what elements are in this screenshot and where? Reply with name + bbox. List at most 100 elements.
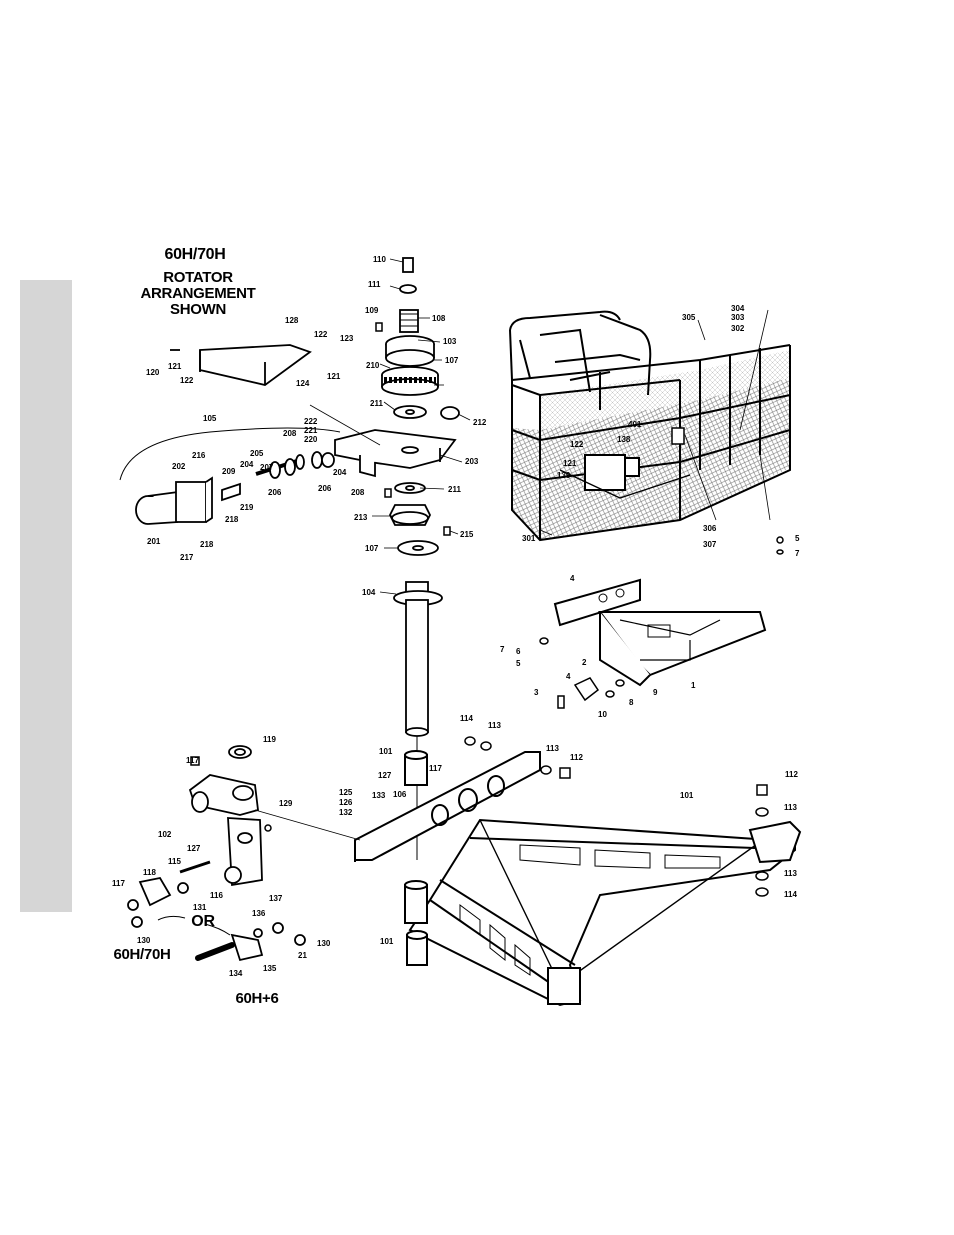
- part-number-label: 123: [340, 334, 354, 343]
- part-number-label: 119: [263, 735, 276, 744]
- part-number-label: 135: [263, 964, 277, 973]
- part-number-label: 115: [168, 857, 181, 866]
- part-number-label: 216: [192, 451, 206, 460]
- part-number-label: 117: [112, 879, 125, 888]
- part-number-label: 4: [566, 672, 571, 681]
- part-number-label: 122: [314, 330, 328, 339]
- part-number-label: 106: [393, 790, 407, 799]
- part-number-label: 104: [362, 588, 376, 597]
- part-number-label: 127: [378, 771, 392, 780]
- part-number-label: 130: [137, 936, 151, 945]
- variant-label-60h-70h: 60H/70H: [113, 946, 171, 963]
- part-number-label: 109: [365, 306, 379, 315]
- part-number-label: 217: [180, 553, 194, 562]
- part-number-label: 206: [268, 488, 282, 497]
- part-number-label: 21: [298, 951, 307, 960]
- part-number-label: 215: [460, 530, 474, 539]
- part-number-label: 303: [731, 313, 745, 322]
- part-number-label: 121: [168, 362, 182, 371]
- part-number-label: 202: [172, 462, 186, 471]
- part-number-label: 107: [365, 544, 379, 553]
- part-number-label: 113: [784, 869, 797, 878]
- part-number-label: 121: [563, 459, 577, 468]
- part-number-label: 302: [731, 324, 745, 333]
- part-number-label: 117: [186, 756, 199, 765]
- part-number-label: 7: [500, 645, 505, 654]
- part-number-label: 137: [269, 894, 283, 903]
- part-number-label: 124: [296, 379, 310, 388]
- variant-label-60h-plus-6: 60H+6: [235, 990, 279, 1007]
- leader-lines: [372, 258, 771, 595]
- part-number-label: 122: [180, 376, 194, 385]
- part-number-label: 304: [731, 304, 745, 313]
- part-number-label: 107: [445, 356, 459, 365]
- lower-bracket-assembly: [553, 578, 767, 687]
- part-number-label: 218: [225, 515, 239, 524]
- part-number-label: 301: [522, 534, 536, 543]
- swing-bracket-assembly: [127, 745, 361, 962]
- part-number-label: 120: [146, 368, 160, 377]
- part-number-label: 125: [339, 788, 353, 797]
- part-number-label: 220: [304, 435, 318, 444]
- part-number-label: 211: [370, 399, 383, 408]
- part-number-label: 108: [432, 314, 446, 323]
- part-number-label: 9: [653, 688, 658, 697]
- part-number-label: 139: [557, 471, 571, 480]
- part-number-label: 201: [147, 537, 161, 546]
- part-number-label: 4: [570, 574, 575, 583]
- part-number-label: 3: [534, 688, 539, 697]
- part-number-label: 118: [143, 868, 156, 877]
- part-number-label: 121: [327, 372, 341, 381]
- arrangement-line-2: ARRANGEMENT: [140, 285, 256, 302]
- part-number-label: 116: [210, 891, 223, 900]
- part-number-label: 212: [473, 418, 487, 427]
- part-number-label: 101: [680, 791, 694, 800]
- part-number-label: 122: [570, 440, 584, 449]
- part-number-label: 6: [516, 647, 521, 656]
- part-number-label: 221: [304, 426, 318, 435]
- part-number-label: 113: [546, 744, 559, 753]
- part-number-label: 5: [516, 659, 521, 668]
- model-title: 60H/70H: [164, 246, 226, 263]
- part-number-label: 101: [379, 747, 393, 756]
- part-number-label: 131: [193, 903, 207, 912]
- part-number-label: 105: [203, 414, 217, 423]
- main-base-frame: [354, 750, 802, 1007]
- part-number-label: 204: [240, 460, 254, 469]
- part-number-label: 401: [628, 420, 642, 429]
- part-number-label: 208: [351, 488, 365, 497]
- platform-basket: [509, 310, 791, 542]
- part-number-label: 114: [460, 714, 473, 723]
- part-number-label: 211: [448, 485, 461, 494]
- rotator-stack: [334, 257, 460, 860]
- part-number-label: 206: [318, 484, 332, 493]
- part-number-label: 127: [187, 844, 201, 853]
- part-number-label: 133: [372, 791, 386, 800]
- part-number-label: 207: [260, 463, 274, 472]
- part-number-label: 218: [200, 540, 214, 549]
- part-number-label: 117: [429, 764, 442, 773]
- part-number-label: 101: [380, 937, 394, 946]
- part-number-label: 307: [703, 540, 717, 549]
- part-number-label: 213: [354, 513, 368, 522]
- part-number-label: 210: [366, 361, 380, 370]
- cover-and-motor: [119, 344, 381, 525]
- part-number-label: 111: [368, 280, 381, 289]
- part-number-label: 110: [373, 255, 386, 264]
- part-number-label: 8: [629, 698, 634, 707]
- part-number-label: 5: [795, 534, 800, 543]
- part-number-label: 114: [784, 890, 797, 899]
- part-number-label: 129: [279, 799, 293, 808]
- hardware-items: [190, 322, 784, 897]
- part-number-label: 112: [785, 770, 798, 779]
- part-number-label: 113: [784, 803, 797, 812]
- part-number-label: 219: [240, 503, 254, 512]
- part-number-label: 103: [443, 337, 457, 346]
- part-number-label: 7: [795, 549, 800, 558]
- part-number-label: 10: [598, 710, 607, 719]
- arrangement-title: ROTATOR ARRANGEMENT SHOWN: [128, 270, 268, 318]
- part-number-label: 128: [285, 316, 299, 325]
- arrangement-line-3: SHOWN: [170, 301, 226, 318]
